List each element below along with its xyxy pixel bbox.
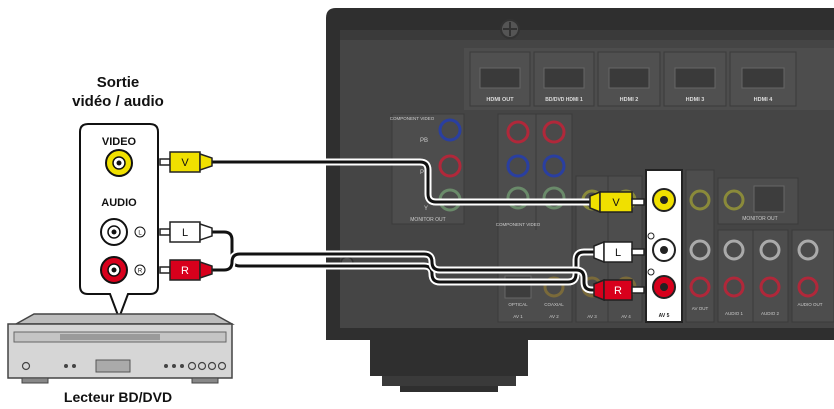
video-plug-receiver: V xyxy=(589,190,645,214)
monitor-out-right-block: MONITOR OUT xyxy=(717,177,799,225)
audio-right-plug-receiver-label: R xyxy=(614,285,622,297)
audio-label: AUDIO xyxy=(101,197,137,209)
audio-left-plug-receiver-label: L xyxy=(615,247,621,259)
av3-label: AV 3 xyxy=(587,314,597,319)
av5-label: AV 5 xyxy=(659,313,670,319)
hdmi-out-port: HDMI OUT xyxy=(469,51,531,107)
output-callout: Sortie vidéo / audio VIDEO AUDIO L R xyxy=(72,74,164,321)
audio-left-plug-label: L xyxy=(182,227,188,239)
hdmi-4-label: HDMI 4 xyxy=(754,97,774,103)
av1-label: AV 1 xyxy=(513,314,523,319)
video-plug-label: V xyxy=(181,157,189,169)
audio1-label: AUDIO 1 xyxy=(725,311,744,316)
av-out-label: AV OUT xyxy=(692,306,709,311)
audio-out-block: AUDIO OUT xyxy=(791,229,834,323)
callout-title-line2: vidéo / audio xyxy=(72,93,164,110)
hdmi-2-port: HDMI 2 xyxy=(597,51,661,107)
video-jack-icon xyxy=(105,149,133,177)
audio-left-plug-player: L xyxy=(159,221,213,243)
audio-right-plug-label: R xyxy=(181,265,189,277)
hdmi-row: HDMI OUT BD/DVD HDMI 1 HDMI 2 HDMI 3 HDM… xyxy=(464,48,834,110)
component-monitor-top-label: COMPONENT VIDEO xyxy=(390,116,435,121)
av-out-block: AV OUT xyxy=(685,169,715,323)
audio-right-cable xyxy=(212,250,594,294)
right-channel-mark: R xyxy=(138,269,143,275)
callout-title-line1: Sortie xyxy=(97,74,140,91)
av5-input-strip: AV 5 xyxy=(645,169,683,323)
video-label: VIDEO xyxy=(102,136,137,148)
hdmi-1-port: BD/DVD HDMI 1 xyxy=(533,51,595,107)
hdmi-out-label: HDMI OUT xyxy=(486,97,514,103)
audio-left-cable xyxy=(212,228,594,286)
component-video-inputs: COMPONENT VIDEO OPTICAL COAXIAL AV 1 AV … xyxy=(496,113,573,323)
audio-out-label: AUDIO OUT xyxy=(797,302,822,307)
audio-right-plug-player: R xyxy=(159,259,213,281)
pb-label: PB xyxy=(420,138,428,144)
y-label: Y xyxy=(424,206,428,212)
optical-label: OPTICAL xyxy=(508,302,528,307)
video-plug-receiver-label: V xyxy=(612,197,620,209)
bd-dvd-player: Lecteur BD/DVD xyxy=(7,313,235,405)
left-channel-mark: L xyxy=(138,231,142,237)
audio-right-plug-receiver: R xyxy=(593,278,645,302)
player-caption: Lecteur BD/DVD xyxy=(64,389,172,405)
av2-label: AV 2 xyxy=(549,314,559,319)
audio2-label: AUDIO 2 xyxy=(761,311,780,316)
hdmi-3-port: HDMI 3 xyxy=(663,51,727,107)
hdmi-4-port: HDMI 4 xyxy=(729,51,797,107)
audio-inputs-block: AUDIO 1 AUDIO 2 xyxy=(717,229,789,323)
coaxial-label: COAXIAL xyxy=(544,302,564,307)
component-video-label: COMPONENT VIDEO xyxy=(496,222,541,227)
hdmi-3-label: HDMI 3 xyxy=(686,97,705,103)
audio-left-plug-receiver: L xyxy=(593,240,645,264)
video-plug-player: V xyxy=(159,151,213,173)
video-cable xyxy=(212,158,590,206)
hdmi-2-label: HDMI 2 xyxy=(620,97,639,103)
audio-left-jack-icon xyxy=(100,218,128,246)
av4-label: AV 4 xyxy=(621,314,631,319)
monitor-out-right-label: MONITOR OUT xyxy=(742,216,777,222)
monitor-out-label: MONITOR OUT xyxy=(410,217,445,223)
hdmi-1-label: BD/DVD HDMI 1 xyxy=(545,97,583,103)
audio-right-jack-icon xyxy=(100,256,128,284)
